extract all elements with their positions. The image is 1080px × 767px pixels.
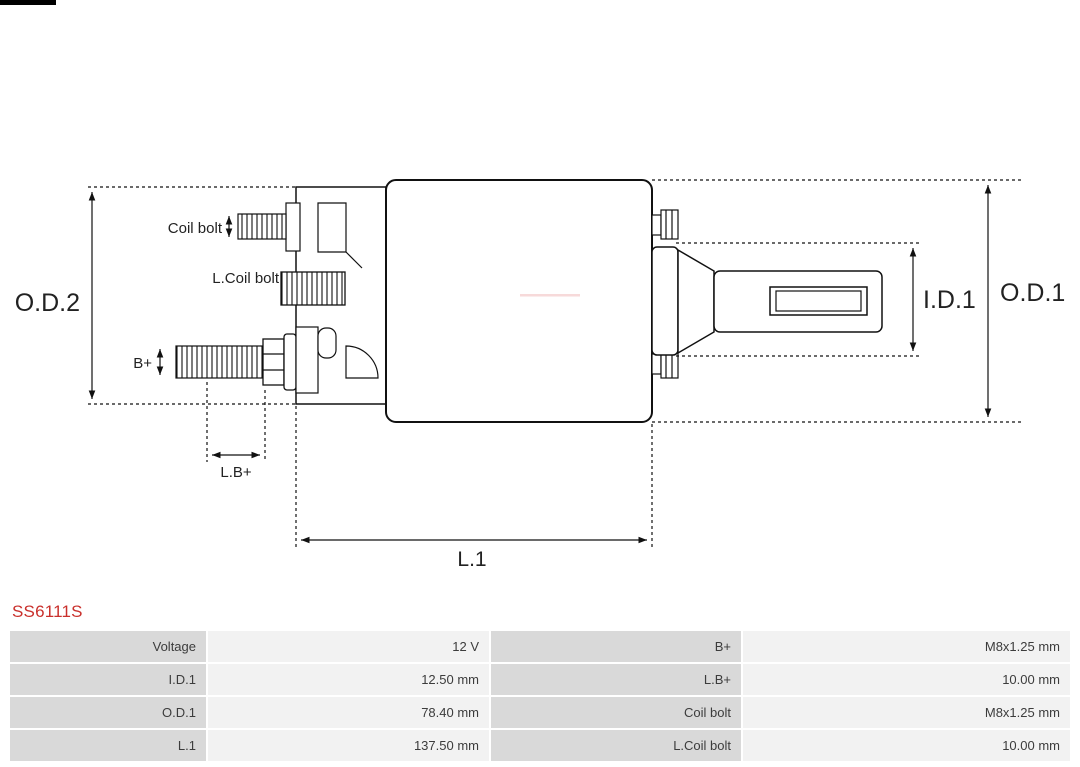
plunger-shaft [651,246,883,356]
solenoid-housing [295,179,653,423]
dim-label-b-plus: B+ [133,355,152,372]
dim-label-l1: L.1 [457,548,486,571]
dim-od1: O.D.1 [652,179,1065,423]
dim-label-od1: O.D.1 [1000,279,1065,307]
spec-label-cell: Voltage [10,631,206,662]
solenoid-technical-diagram: O.D.2 Coil bolt L.Coil bolt B+ [15,179,1065,571]
dim-label-od2: O.D.2 [15,289,80,317]
top-left-artifact [0,0,56,5]
product-code: SS6111S [12,602,83,621]
b-plus-terminal: B+ [133,326,337,394]
watermark [520,294,580,297]
spec-value-cell: 78.40 mm [208,697,489,728]
l-coil-bolt-sleeve: L.Coil bolt [212,270,346,306]
dim-label-id1: I.D.1 [923,286,976,314]
spec-label-cell: L.B+ [491,664,741,695]
dim-l-b-plus: L.B+ [206,382,266,481]
spec-value-cell: 12.50 mm [208,664,489,695]
spec-label-cell: L.Coil bolt [491,730,741,761]
spec-label-cell: B+ [491,631,741,662]
spec-label-cell: I.D.1 [10,664,206,695]
dim-od2: O.D.2 [15,186,296,405]
spec-label-cell: Coil bolt [491,697,741,728]
dim-id1: I.D.1 [676,242,976,357]
spec-value-cell: M8x1.25 mm [743,697,1070,728]
dim-label-l-coil-bolt: L.Coil bolt [212,270,280,287]
spec-value-cell: 10.00 mm [743,664,1070,695]
spec-label-cell: L.1 [10,730,206,761]
coil-bolt-stud: Coil bolt [168,202,301,252]
spec-value-cell: 12 V [208,631,489,662]
spec-value-cell: 137.50 mm [208,730,489,761]
dim-label-coil-bolt: Coil bolt [168,220,223,237]
spec-value-cell: 10.00 mm [743,730,1070,761]
dim-l1: L.1 [295,406,653,571]
spec-value-cell: M8x1.25 mm [743,631,1070,662]
spec-label-cell: O.D.1 [10,697,206,728]
dim-label-l-b-plus: L.B+ [220,464,252,481]
spec-table: Voltage 12 V B+ M8x1.25 mm I.D.1 12.50 m… [10,631,1070,761]
